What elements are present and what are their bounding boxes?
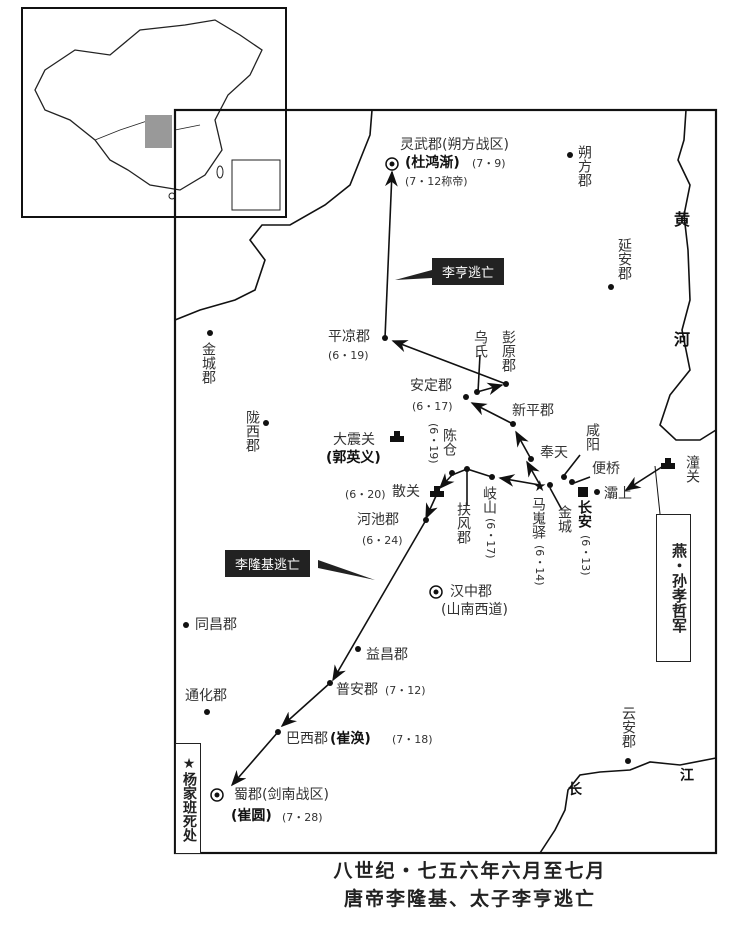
label: (杜鸿渐) xyxy=(405,155,460,171)
label: (7・12称帝) xyxy=(405,175,468,188)
label: 新平郡 xyxy=(512,403,554,419)
label: 蜀郡(剑南战区) xyxy=(234,787,329,803)
label: 潼关 xyxy=(684,455,700,483)
label: 普安郡 xyxy=(336,682,378,698)
label: 汉中郡 xyxy=(450,584,492,600)
label: 散关 xyxy=(392,484,420,500)
label: (7・9) xyxy=(472,157,506,170)
label: (6・24) xyxy=(362,534,403,547)
label: 朔方郡 xyxy=(576,145,592,187)
pass-icons xyxy=(390,431,675,497)
label: 陇西郡 xyxy=(244,410,260,452)
changan-square-icon xyxy=(578,487,588,497)
label: (郭英义) xyxy=(326,450,381,466)
label: (6・17) xyxy=(412,400,453,413)
label: 通化郡 xyxy=(185,688,227,704)
label: 金城 xyxy=(556,505,572,533)
label: 河池郡 xyxy=(357,512,399,528)
label: 灞上 xyxy=(604,486,632,502)
china-outline xyxy=(34,19,263,191)
inset-frame xyxy=(21,7,287,218)
label: 云安郡 xyxy=(620,706,636,748)
label: (7・12) xyxy=(385,684,426,697)
label: (6・19) xyxy=(328,349,369,362)
label: (崔圆) xyxy=(231,808,272,824)
place-dots xyxy=(183,152,631,764)
label: 长安 xyxy=(576,500,592,528)
label: 奉天 xyxy=(540,445,568,461)
region-highlight xyxy=(145,115,172,148)
label: (7・18) xyxy=(392,733,433,746)
map-caption-line1: 八世纪・七五六年六月至七月 xyxy=(333,860,607,882)
label: 金城郡 xyxy=(200,342,216,384)
map-caption-line2: 唐帝李隆基、太子李亨逃亡 xyxy=(343,888,596,910)
liheng-route xyxy=(384,170,669,491)
label: 益昌郡 xyxy=(366,647,408,663)
label: (7・28) xyxy=(282,811,323,824)
label: 巴西郡 xyxy=(286,731,328,747)
label: 延安郡 xyxy=(616,238,632,280)
label: (6・20) xyxy=(345,488,386,501)
label: 乌氏 xyxy=(472,330,488,358)
label: 长 xyxy=(568,782,582,798)
label: (6・17) xyxy=(484,518,497,559)
label: (崔涣) xyxy=(330,731,371,747)
yangtze-river xyxy=(539,757,717,854)
label: 河 xyxy=(674,330,691,349)
star-icon: ★ xyxy=(533,477,546,495)
label: 灵武郡(朔方战区) xyxy=(400,137,509,153)
label: 咸阳 xyxy=(584,423,600,451)
label: 安定郡 xyxy=(410,378,452,394)
label: (6・13) xyxy=(579,535,592,576)
label: 陈仓 xyxy=(441,428,457,456)
label: (山南西道) xyxy=(441,602,508,618)
label: 彭原郡 xyxy=(500,330,516,372)
liheng-route-tag: 李亨逃亡 xyxy=(432,258,505,285)
label: 岐山 xyxy=(481,486,497,514)
label: 大震关 xyxy=(333,432,375,448)
label: 扶风郡 xyxy=(455,502,471,544)
capital-markers xyxy=(210,157,443,802)
label: 马嵬驿 xyxy=(530,497,546,539)
label: 平凉郡 xyxy=(328,329,370,345)
lilongji-route-tag: 李隆基逃亡 xyxy=(225,550,311,577)
yellow-river xyxy=(659,109,717,441)
map-frame xyxy=(173,108,718,855)
lilongji-route xyxy=(230,354,591,787)
label: (6・14) xyxy=(533,545,546,586)
yangjiaban-death-tag: ★杨家班死处 xyxy=(175,743,201,854)
label: (6・19) xyxy=(427,423,440,464)
label: 江 xyxy=(680,768,694,784)
label: 便桥 xyxy=(592,461,620,477)
rebel-army-tag: 燕・孙孝哲军 xyxy=(656,514,691,662)
label: 黄 xyxy=(674,210,691,229)
label: 同昌郡 xyxy=(195,617,237,633)
